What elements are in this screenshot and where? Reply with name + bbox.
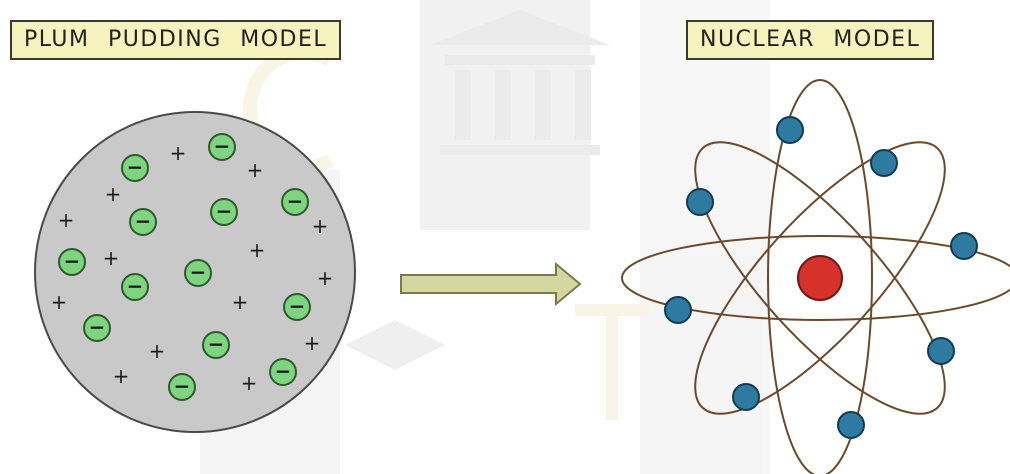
electron-green xyxy=(121,154,149,182)
nuclear-model xyxy=(621,79,1010,474)
minus-sign: − xyxy=(64,249,81,273)
electron-blue xyxy=(870,149,898,177)
watermark-building-column xyxy=(495,70,511,140)
electron-green xyxy=(184,259,212,287)
plus-sign: + xyxy=(247,158,264,182)
electron-blue xyxy=(776,116,804,144)
electron-green xyxy=(168,373,196,401)
minus-sign: − xyxy=(174,374,191,398)
electron-green xyxy=(58,248,86,276)
plus-sign: + xyxy=(105,182,122,206)
minus-sign: − xyxy=(190,260,207,284)
watermark-cap xyxy=(345,320,445,370)
right-arrow-icon xyxy=(400,261,582,307)
minus-sign: − xyxy=(275,359,292,383)
electron-green xyxy=(269,358,297,386)
electron-blue xyxy=(837,411,865,439)
orbit-vertical xyxy=(767,79,873,474)
plus-sign: + xyxy=(58,208,75,232)
watermark-building-base xyxy=(440,145,600,155)
electron-green xyxy=(202,331,230,359)
electron-blue xyxy=(732,383,760,411)
plus-sign: + xyxy=(103,246,120,270)
pudding-charges: −−−−−−−−−−−−−++++++++++++++ xyxy=(51,133,334,401)
plus-sign: + xyxy=(304,331,321,355)
plus-sign: + xyxy=(312,214,329,238)
watermark-building-column xyxy=(535,70,551,140)
minus-sign: − xyxy=(216,199,233,223)
watermark-building-beam xyxy=(445,55,595,65)
watermark-letter-t xyxy=(575,304,650,420)
watermark-building-roof xyxy=(430,10,610,45)
nucleus xyxy=(797,255,843,301)
minus-sign: − xyxy=(214,134,231,158)
electron-green xyxy=(83,314,111,342)
minus-sign: − xyxy=(127,155,144,179)
orbit-diagonal-down xyxy=(694,141,946,415)
electron-green xyxy=(121,273,149,301)
electron-green xyxy=(208,133,236,161)
electron-blue xyxy=(664,296,692,324)
minus-sign: − xyxy=(289,294,306,318)
orbit-diagonal-up xyxy=(694,141,946,415)
electron-green xyxy=(129,208,157,236)
watermark-building-column xyxy=(575,70,591,140)
plus-sign: + xyxy=(149,339,166,363)
plus-sign: + xyxy=(241,371,258,395)
electron-blue xyxy=(927,337,955,365)
plus-sign: + xyxy=(51,290,68,314)
nuclear-electrons xyxy=(664,116,978,439)
plus-sign: + xyxy=(249,238,266,262)
plus-sign: + xyxy=(170,141,187,165)
nuclear-model-title: NUCLEAR MODEL xyxy=(686,20,935,60)
minus-sign: − xyxy=(287,189,304,213)
electron-green xyxy=(210,198,238,226)
electron-blue xyxy=(686,188,714,216)
plus-sign: + xyxy=(232,290,249,314)
minus-sign: − xyxy=(89,315,106,339)
electron-green xyxy=(281,188,309,216)
minus-sign: − xyxy=(208,332,225,356)
orbit-horizontal xyxy=(621,235,1010,321)
plus-sign: + xyxy=(113,364,130,388)
electron-blue xyxy=(950,232,978,260)
plus-sign: + xyxy=(317,266,334,290)
minus-sign: − xyxy=(135,209,152,233)
minus-sign: − xyxy=(127,274,144,298)
electron-green xyxy=(283,293,311,321)
watermark-building-column xyxy=(455,70,471,140)
plum-pudding-title: PLUM PUDDING MODEL xyxy=(10,20,342,60)
